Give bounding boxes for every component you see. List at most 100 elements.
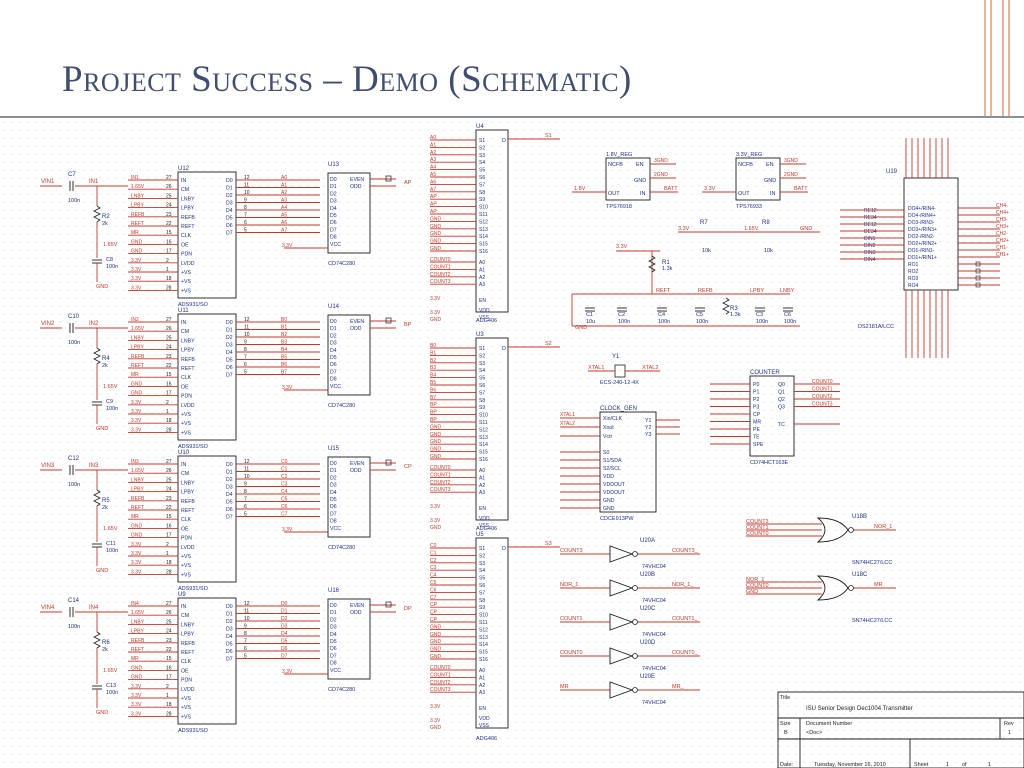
part-name: 74VHC04 [642, 666, 666, 672]
part-ref: C14 [68, 598, 80, 604]
part-ref: U20A [640, 538, 655, 544]
pin-number: 18 [166, 560, 172, 566]
net-label: REFT [131, 363, 144, 369]
pin-name: VDD [603, 474, 614, 480]
pin-name: S11 [479, 212, 488, 218]
net-label: IN2 [131, 317, 139, 323]
net-label: C6 [430, 587, 437, 593]
pin-name: DO2-/RIN2- [908, 234, 935, 240]
off-page-connector [975, 261, 981, 267]
net-label: 3.3V [131, 409, 142, 415]
part-value: 10k [702, 248, 711, 254]
pin-name: D4 [330, 490, 337, 496]
part-ref: U4 [476, 124, 484, 130]
pin-name: S4 [479, 368, 485, 374]
pin-name: REFB [181, 641, 195, 647]
part-ref: U20B [640, 572, 655, 578]
pin-name: TE [753, 435, 760, 441]
pin-name: D7 [226, 373, 233, 379]
pin-number: 11 [244, 183, 249, 189]
net-label: GND [96, 568, 108, 574]
pin-name: S2/SCL [603, 466, 621, 472]
net-label: COUNT1 [430, 472, 451, 478]
net-label: GND [430, 432, 442, 438]
part-name: ECS-240-12-4X [600, 380, 639, 386]
pin-name: +VS [181, 288, 191, 294]
pin-name: D8 [330, 661, 337, 667]
pin-number: 9 [244, 198, 247, 204]
title-block-value: 1 [946, 762, 949, 768]
pin-name: D1 [330, 468, 337, 474]
title-block-label: Date: [780, 762, 794, 768]
pin-name: S2 [479, 553, 485, 559]
net-label: 3.3V [131, 702, 142, 708]
net-label: REFT [131, 221, 144, 227]
net-label: GND [430, 654, 442, 660]
net-label: C3 [281, 482, 288, 488]
net-label: GND [430, 454, 442, 460]
pin-name: Q2 [778, 397, 785, 403]
pin-name: NCFB [608, 162, 623, 168]
net-label: XTAL1 [560, 412, 575, 418]
pin-name: S9 [479, 405, 485, 411]
pin-name: D0 [226, 462, 233, 468]
pin-name: S1/SDA [603, 458, 622, 464]
resistor [93, 489, 101, 507]
net-label: GND [430, 224, 442, 230]
pin-number: 7 [244, 497, 247, 503]
pin-name: PDN [181, 678, 192, 684]
pin-name: GND [603, 506, 615, 512]
part-value: 100n [658, 319, 670, 325]
pin-name: PDN [181, 536, 192, 542]
pin-name: D2 [330, 191, 337, 197]
part-name: 74VHC04 [642, 632, 666, 638]
net-label: REFT [656, 288, 671, 294]
net-label: D5 [281, 639, 288, 645]
pin-name: EVEN [350, 461, 364, 467]
net-label: B4 [281, 347, 287, 353]
pin-number: 10 [244, 332, 250, 338]
net-label: B7 [281, 370, 287, 376]
title-block-value: ISU Senior Design Dec1004 Transmitter [806, 706, 913, 712]
pin-name: DIN1 [864, 236, 876, 242]
net-label: 1.65V [131, 468, 145, 474]
part-name: ADG406 [476, 526, 497, 532]
pin-name: D4 [226, 634, 233, 640]
pin-name: LNBY [181, 338, 195, 344]
net-label: LNBY [131, 477, 145, 483]
net-label: BP [430, 402, 437, 408]
off-page-connector [385, 317, 392, 324]
net-label: AP [404, 180, 412, 186]
part-ref: U20D [640, 640, 656, 646]
pin-number: 27 [166, 459, 172, 465]
pin-name: A0 [479, 668, 485, 674]
part-value: 100n [696, 319, 708, 325]
component-body [327, 456, 371, 538]
pin-name: LPBY [181, 348, 195, 354]
net-label: COUNT3 [812, 402, 833, 408]
net-label: 1.65V [131, 610, 145, 616]
net-label: C1 [281, 467, 288, 473]
net-label: A6 [281, 220, 287, 226]
net-label: COUNT2 [812, 394, 833, 400]
pin-name: D0 [226, 320, 233, 326]
net-label: 1.8V [574, 186, 586, 192]
pin-name: D0 [226, 604, 233, 610]
pin-name: Vctr [603, 434, 612, 440]
inverter-gate [609, 613, 634, 631]
net-label: 3.3V [282, 385, 293, 391]
pin-name: D5 [226, 216, 233, 222]
net-label: COUNT3_ [746, 519, 773, 525]
pin-name: LNBY [181, 196, 195, 202]
pin-number: 9 [244, 340, 247, 346]
pin-number: 15 [166, 514, 172, 520]
resistor [722, 297, 730, 315]
part-ref: C3 [756, 312, 763, 318]
pin-name: VDD [479, 516, 490, 522]
pin-name: S6 [479, 175, 485, 181]
off-page-connector [385, 459, 392, 466]
net-label: IN1 [131, 175, 139, 181]
pin-name: +VS [181, 421, 191, 427]
part-value: 100n [68, 340, 80, 346]
net-label: GND [746, 589, 758, 595]
